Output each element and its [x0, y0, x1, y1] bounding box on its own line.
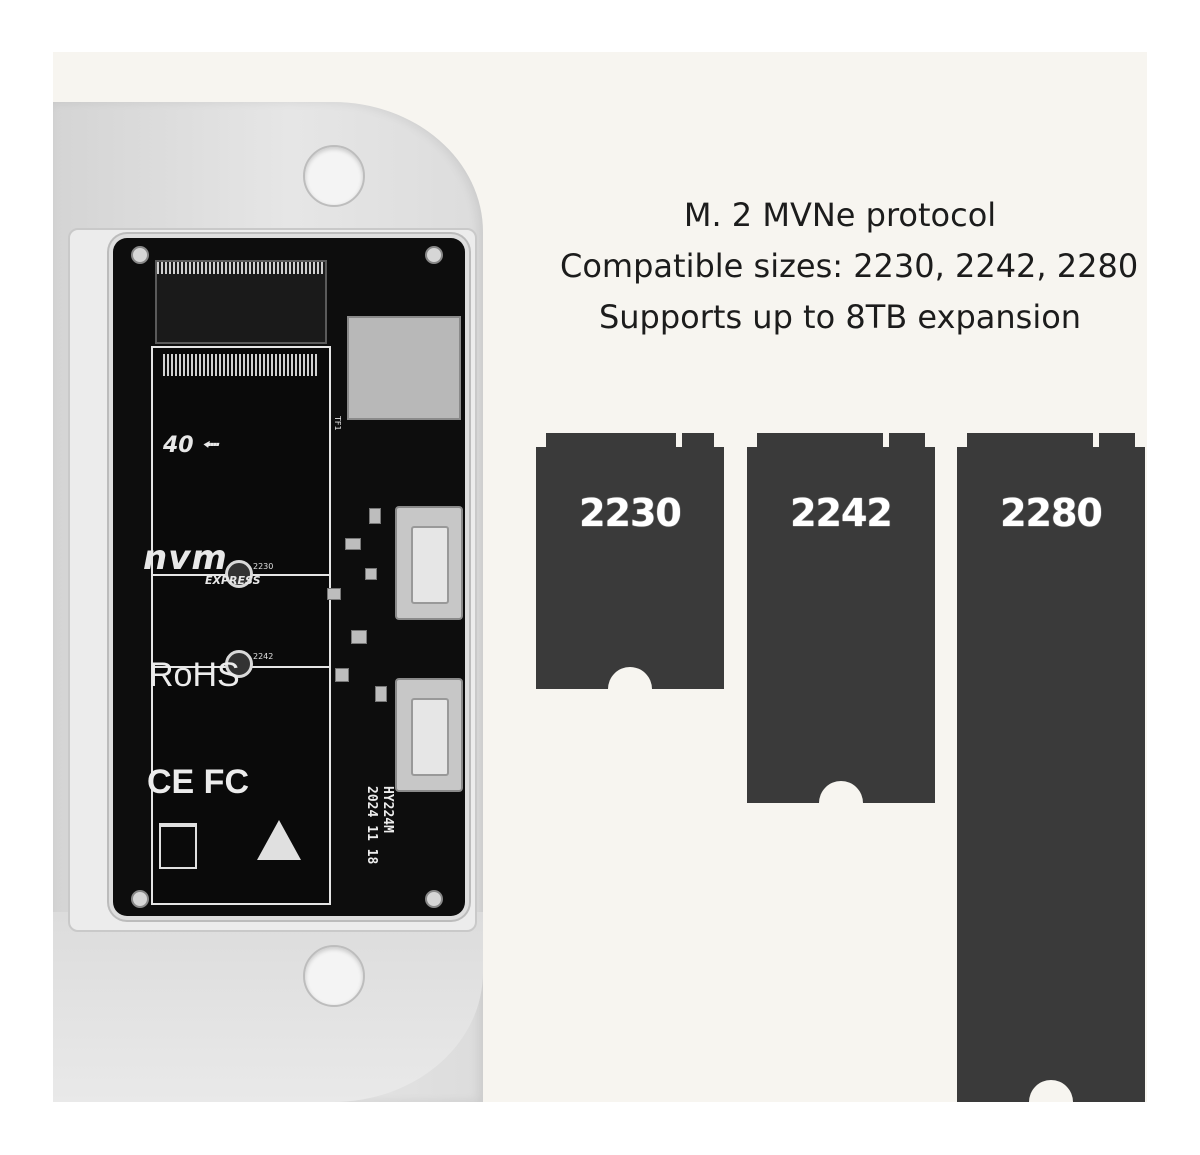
nvm-logo: nvm: [143, 538, 228, 578]
rohs-mark: RoHS: [149, 656, 240, 694]
product-scene: 2230 2242 2280 40 ⭪ nvm EXPRESS RoHS CE …: [53, 52, 1147, 1102]
usb-c-port-1: [395, 506, 463, 620]
ssd-screw-notch: [1029, 1080, 1073, 1102]
usb4-40-logo: 40 ⭪: [163, 428, 218, 466]
ce-fc-mark: CE FC: [147, 763, 249, 801]
ssd-screw-notch: [608, 667, 652, 711]
ssd-screw-notch: [819, 781, 863, 825]
m2-connector: [155, 260, 327, 344]
ssd-module-2230: 2230: [536, 433, 724, 711]
mount-hole-bottom: [303, 945, 365, 1007]
ssd-notch: [714, 433, 724, 447]
weee-bin-icon: [159, 823, 197, 869]
headline-protocol: M. 2 MVNe protocol: [683, 196, 997, 234]
module-pins: [163, 354, 319, 376]
enclosure-bottom: [53, 912, 483, 1102]
board-id: HY224M: [380, 786, 395, 833]
ssd-key-notch: [1093, 433, 1099, 447]
ssd-label-2230: 2230: [579, 491, 682, 535]
pcb-screw: [131, 890, 149, 908]
usb-trident-icon: ⭪: [193, 433, 218, 458]
board-date: 2024 11 18: [364, 786, 379, 865]
feature-headline: M. 2 MVNe protocol Compatible sizes: 223…: [560, 190, 1139, 343]
usb-c-port-inner: [411, 526, 449, 604]
standoff-2230: [225, 560, 253, 588]
m2-module-bay: [151, 346, 331, 905]
pcb-screw: [425, 246, 443, 264]
ssd-label-2280: 2280: [1000, 491, 1103, 535]
smd-component: [365, 568, 377, 580]
ssd-notch: [747, 433, 757, 447]
esd-warning-icon: [257, 820, 301, 860]
board-marking: HY224M 2024 11 18: [363, 786, 395, 864]
ssd-module-2242: 2242: [747, 433, 935, 825]
mount-hole-top: [303, 145, 365, 207]
usb4-logo-text: 40: [163, 433, 194, 458]
pcb-screw: [131, 246, 149, 264]
usb-c-port-inner: [411, 698, 449, 776]
usb-c-port-2: [395, 678, 463, 792]
ssd-notch: [925, 433, 935, 447]
ssd-label-2242: 2242: [790, 491, 893, 535]
headline-sizes: Compatible sizes: 2230, 2242, 2280: [560, 247, 1139, 285]
ssd-notch: [536, 433, 546, 447]
ssd-module-2280: 2280: [957, 433, 1145, 1102]
standoff-2242: [225, 650, 253, 678]
marker-2242: 2242: [253, 652, 274, 661]
marker-2230: 2230: [253, 562, 274, 571]
smd-component: [345, 538, 361, 550]
smd-component: [351, 630, 367, 644]
connector-pins: [157, 262, 325, 274]
ssd-key-notch: [883, 433, 889, 447]
ssd-key-notch: [676, 433, 682, 447]
nvm-express-logo: EXPRESS: [205, 574, 261, 587]
smd-component: [369, 508, 381, 524]
smd-component: [375, 686, 387, 702]
tf-slot-label: TF1: [333, 416, 342, 431]
tf-card-slot: [347, 316, 461, 420]
pcb-board: 2230 2242 2280 40 ⭪ nvm EXPRESS RoHS CE …: [113, 238, 465, 916]
ssd-notch: [957, 433, 967, 447]
headline-capacity: Supports up to 8TB expansion: [598, 298, 1082, 336]
smd-component: [335, 668, 349, 682]
pcb-screw: [425, 890, 443, 908]
ssd-notch: [1135, 433, 1145, 447]
smd-component: [327, 588, 341, 600]
